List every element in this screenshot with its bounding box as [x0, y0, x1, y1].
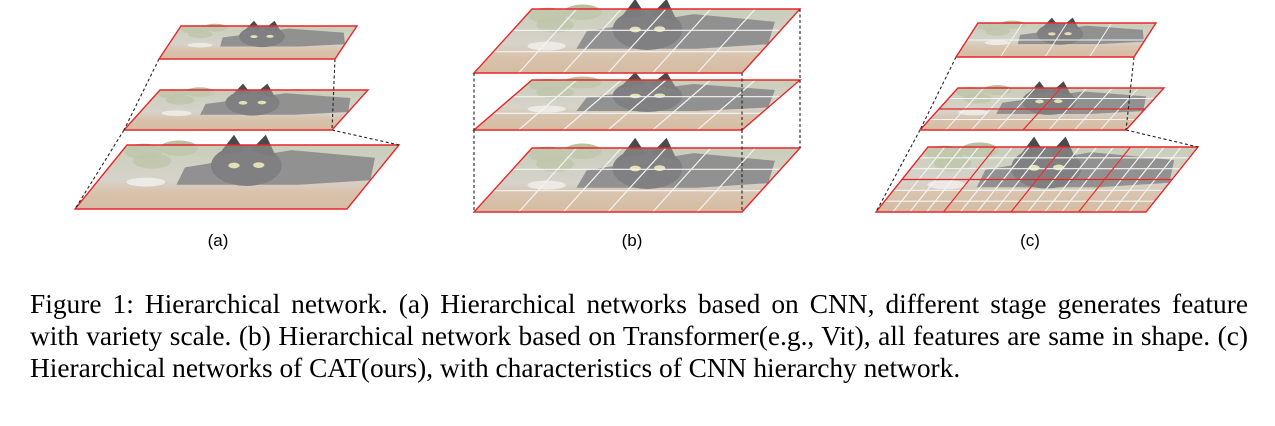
panel-a-connector-left-upper — [123, 58, 160, 131]
panel-a-connector-left-lower — [74, 129, 125, 210]
panel-a-layer-bottom-cat-eye-left — [228, 162, 240, 169]
panel-a-layer-top-cat-eye-left — [250, 35, 258, 39]
panel-b-layer-bottom — [474, 137, 800, 212]
panel-b-layer-top-grid — [493, 8, 781, 74]
panel-b-layer-bottom-grid-vline-4 — [652, 147, 712, 213]
panel-a-layer-top-wash — [159, 26, 357, 59]
panel-b-layer-bottom-grid-vline-3 — [607, 147, 667, 213]
panel-c-layer-top-cat-paw — [984, 40, 1011, 46]
panel-c-layer-top-border — [954, 22, 1158, 58]
panel-b-layer-bottom-grid-vline-5 — [696, 147, 756, 213]
figure-caption: Figure 1: Hierarchical network. (a) Hier… — [30, 289, 1248, 383]
panel-c-layer-top-fine-grid — [967, 22, 1145, 58]
panel-c-layer-bottom-cat-paw — [927, 180, 966, 190]
panel-b-layer-bottom-grid-vline-2 — [562, 147, 622, 213]
panel-a-layer-bottom-cat-ear-right — [249, 134, 277, 158]
panel-b-layer-bottom-foliage-2 — [536, 156, 574, 172]
panel-a-layer-middle-cat-head — [225, 90, 280, 116]
panel-c-layer-middle-cat-eye-right — [1053, 99, 1063, 104]
panel-b-layer-top-grid-vline-5 — [696, 8, 756, 74]
panel-a-layer-top-cat-head — [239, 26, 285, 48]
panel-b-layer-middle-cat-ear-right — [650, 72, 678, 90]
panel-c-layer-top-foliage-2 — [984, 27, 1010, 36]
panel-b-layer-top-cat-paw — [527, 41, 566, 51]
panel-c-layer-bottom-window-grid — [902, 146, 1172, 213]
panel-a-connector-right-upper — [331, 58, 336, 131]
panel-b-label: (b) — [622, 231, 643, 250]
panel-a-layer-bottom-cat-head — [211, 145, 282, 186]
panel-a-layer-top-foliage-2 — [187, 30, 213, 39]
panel-c-layer-middle-cat-eye-left — [1035, 99, 1044, 104]
panel-b-layer-middle-grid-vline-2 — [562, 79, 622, 131]
panel-a-layer-bottom-wash — [75, 145, 399, 209]
panel-c-layer-middle-cat-paw — [958, 109, 988, 116]
panel-a-layer-top-cat-paw — [187, 42, 213, 48]
panel-c-connector-right-lower — [1125, 129, 1199, 148]
panel-b-layer-top-grid-vline-1 — [518, 8, 578, 74]
panel-b-layer-middle-grid-vline-1 — [518, 79, 578, 131]
panel-b-layer-bottom-cat-ear-right — [650, 137, 678, 161]
panel-a-layer-middle-wash — [124, 90, 368, 130]
panel-a-label: (a) — [208, 231, 229, 250]
panel-b-layer-middle-cat-paw — [527, 105, 566, 113]
panel-b-layer-top-foliage-2 — [536, 17, 574, 33]
panel-c-label: (c) — [1020, 231, 1040, 250]
panel-b-layer-middle-grid-vline-4 — [652, 79, 712, 131]
panel-b-layer-middle-grid — [493, 79, 781, 131]
panel-a-layer-middle-border — [122, 89, 370, 131]
panel-b-layer-top-grid-vline-4 — [652, 8, 712, 74]
panel-a-layer-bottom — [75, 134, 399, 209]
panel-c-connector-left-lower — [875, 129, 921, 213]
panel-b-layer-top-grid-vline-2 — [562, 8, 622, 74]
panel-a-layer-top-border — [157, 25, 359, 60]
panel-c-layer-top-cat-eye-left — [1048, 32, 1056, 36]
panel-a-layer-bottom-cat-eye-right — [253, 162, 265, 168]
panel-a-layer-bottom-cat-paw — [126, 177, 166, 187]
panel-a-layer-bottom-foliage-2 — [133, 153, 172, 169]
panel-c-layer-middle-window-grid — [939, 87, 1145, 131]
panel-c-connector-right-upper — [1125, 56, 1135, 131]
panel-c-connector-left-upper — [919, 56, 957, 131]
panel-b-layer-bottom-grid-vline-1 — [518, 147, 578, 213]
panel-a-layer-middle-foliage-2 — [165, 95, 195, 105]
panel-c-layer-bottom-border — [874, 146, 1200, 213]
panel-b-layer-middle-foliage-2 — [536, 86, 574, 99]
panel-a-connector-right-lower — [331, 129, 400, 146]
panel-b-layer-middle-grid-vline-5 — [696, 79, 756, 131]
panel-b-layer-top-grid-vline-3 — [607, 8, 667, 74]
panel-a-layer-middle-cat-paw — [161, 110, 192, 117]
panel-b-layer-middle-grid-vline-3 — [607, 79, 667, 131]
panel-b-layer-bottom-border — [472, 147, 802, 213]
figure-illustration: (a) (b) (c) — [73, 0, 1200, 250]
panel-c-layer-top-cat-eye-right — [1064, 32, 1072, 36]
panel-a-layer-middle-cat-eye-right — [257, 100, 267, 105]
panel-b-layer-bottom-cat-paw — [527, 180, 566, 190]
panel-a-layer-top-cat-eye-right — [266, 34, 274, 38]
panel-a-layer-top — [159, 20, 357, 59]
panel-c-layer-bottom-cat-ear-right — [1049, 136, 1077, 160]
panel-a-layer-middle-cat-eye-left — [238, 101, 248, 105]
panel-a-layer-bottom-border — [73, 144, 401, 210]
panel-b-layer-bottom-grid — [493, 147, 781, 213]
panel-a-layer-middle — [124, 83, 368, 130]
